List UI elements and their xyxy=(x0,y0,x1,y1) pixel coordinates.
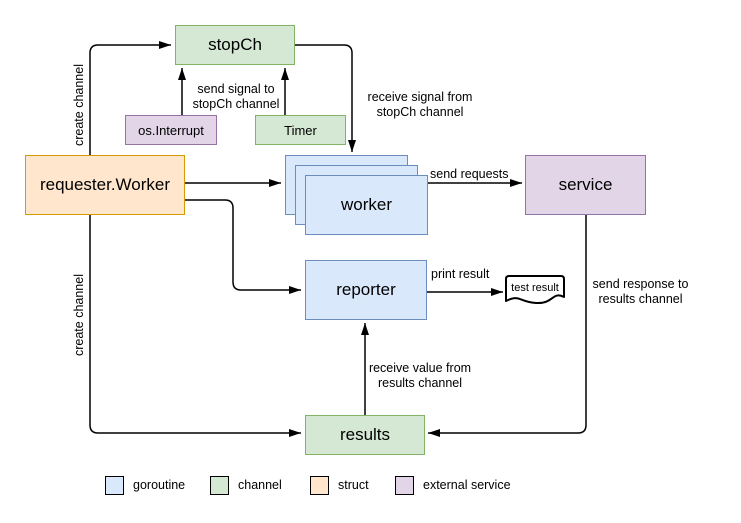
legend-swatch-goroutine xyxy=(105,475,124,495)
edge-create-channel-top xyxy=(89,41,171,155)
node-requester-worker: requester.Worker xyxy=(25,155,185,215)
node-results-label: results xyxy=(339,425,391,444)
legend-item-goroutine: goroutine xyxy=(105,474,185,496)
edge-create-channel-bottom xyxy=(89,215,301,437)
edge-label-receive-signal-from-stopch: receive signal from stopCh channel xyxy=(367,90,473,119)
legend-item-external-service: external service xyxy=(395,474,511,496)
test-result-document-shape xyxy=(505,275,565,305)
edge-stopch-to-worker xyxy=(295,44,356,152)
edge-label-send-response-to-results: send response to results channel xyxy=(592,277,689,306)
node-stopch-channel: stopCh xyxy=(175,25,295,65)
node-service-label: service xyxy=(558,175,613,194)
test-result-document-label: test result xyxy=(511,282,559,294)
node-worker-label: worker xyxy=(340,195,392,214)
edge-label-create-channel-top: create channel xyxy=(72,64,86,147)
edge-requester-to-reporter xyxy=(185,199,301,294)
node-timer: Timer xyxy=(255,115,346,145)
node-os-interrupt: os.Interrupt xyxy=(125,115,217,145)
node-reporter-goroutine: reporter xyxy=(305,260,427,320)
node-stopch-label: stopCh xyxy=(208,35,262,54)
node-os-interrupt-label: os.Interrupt xyxy=(138,122,204,138)
edge-label-create-channel-bottom: create channel xyxy=(72,274,86,357)
legend-item-channel: channel xyxy=(210,474,282,496)
node-service: service xyxy=(525,155,646,215)
node-requester-worker-label: requester.Worker xyxy=(39,175,171,194)
legend-swatch-struct xyxy=(310,475,329,495)
edge-label-receive-value-from-results: receive value from results channel xyxy=(368,361,472,390)
legend-swatch-channel xyxy=(210,475,229,495)
legend-label-struct: struct xyxy=(338,478,369,492)
node-worker-goroutine: worker xyxy=(305,175,428,235)
legend-item-struct: struct xyxy=(310,474,369,496)
legend-label-goroutine: goroutine xyxy=(133,478,186,492)
edge-label-send-requests: send requests xyxy=(430,167,509,181)
edge-label-print-result: print result xyxy=(431,267,490,281)
node-reporter-label: reporter xyxy=(336,280,396,299)
edge-label-send-signal-to-stopch: send signal to stopCh channel xyxy=(192,82,280,111)
legend-label-external-service: external service xyxy=(423,478,511,492)
legend-label-channel: channel xyxy=(238,478,282,492)
edge-service-to-results xyxy=(428,215,587,437)
node-timer-label: Timer xyxy=(284,122,317,138)
legend-swatch-external-service xyxy=(395,475,414,495)
node-results-channel: results xyxy=(305,415,425,455)
